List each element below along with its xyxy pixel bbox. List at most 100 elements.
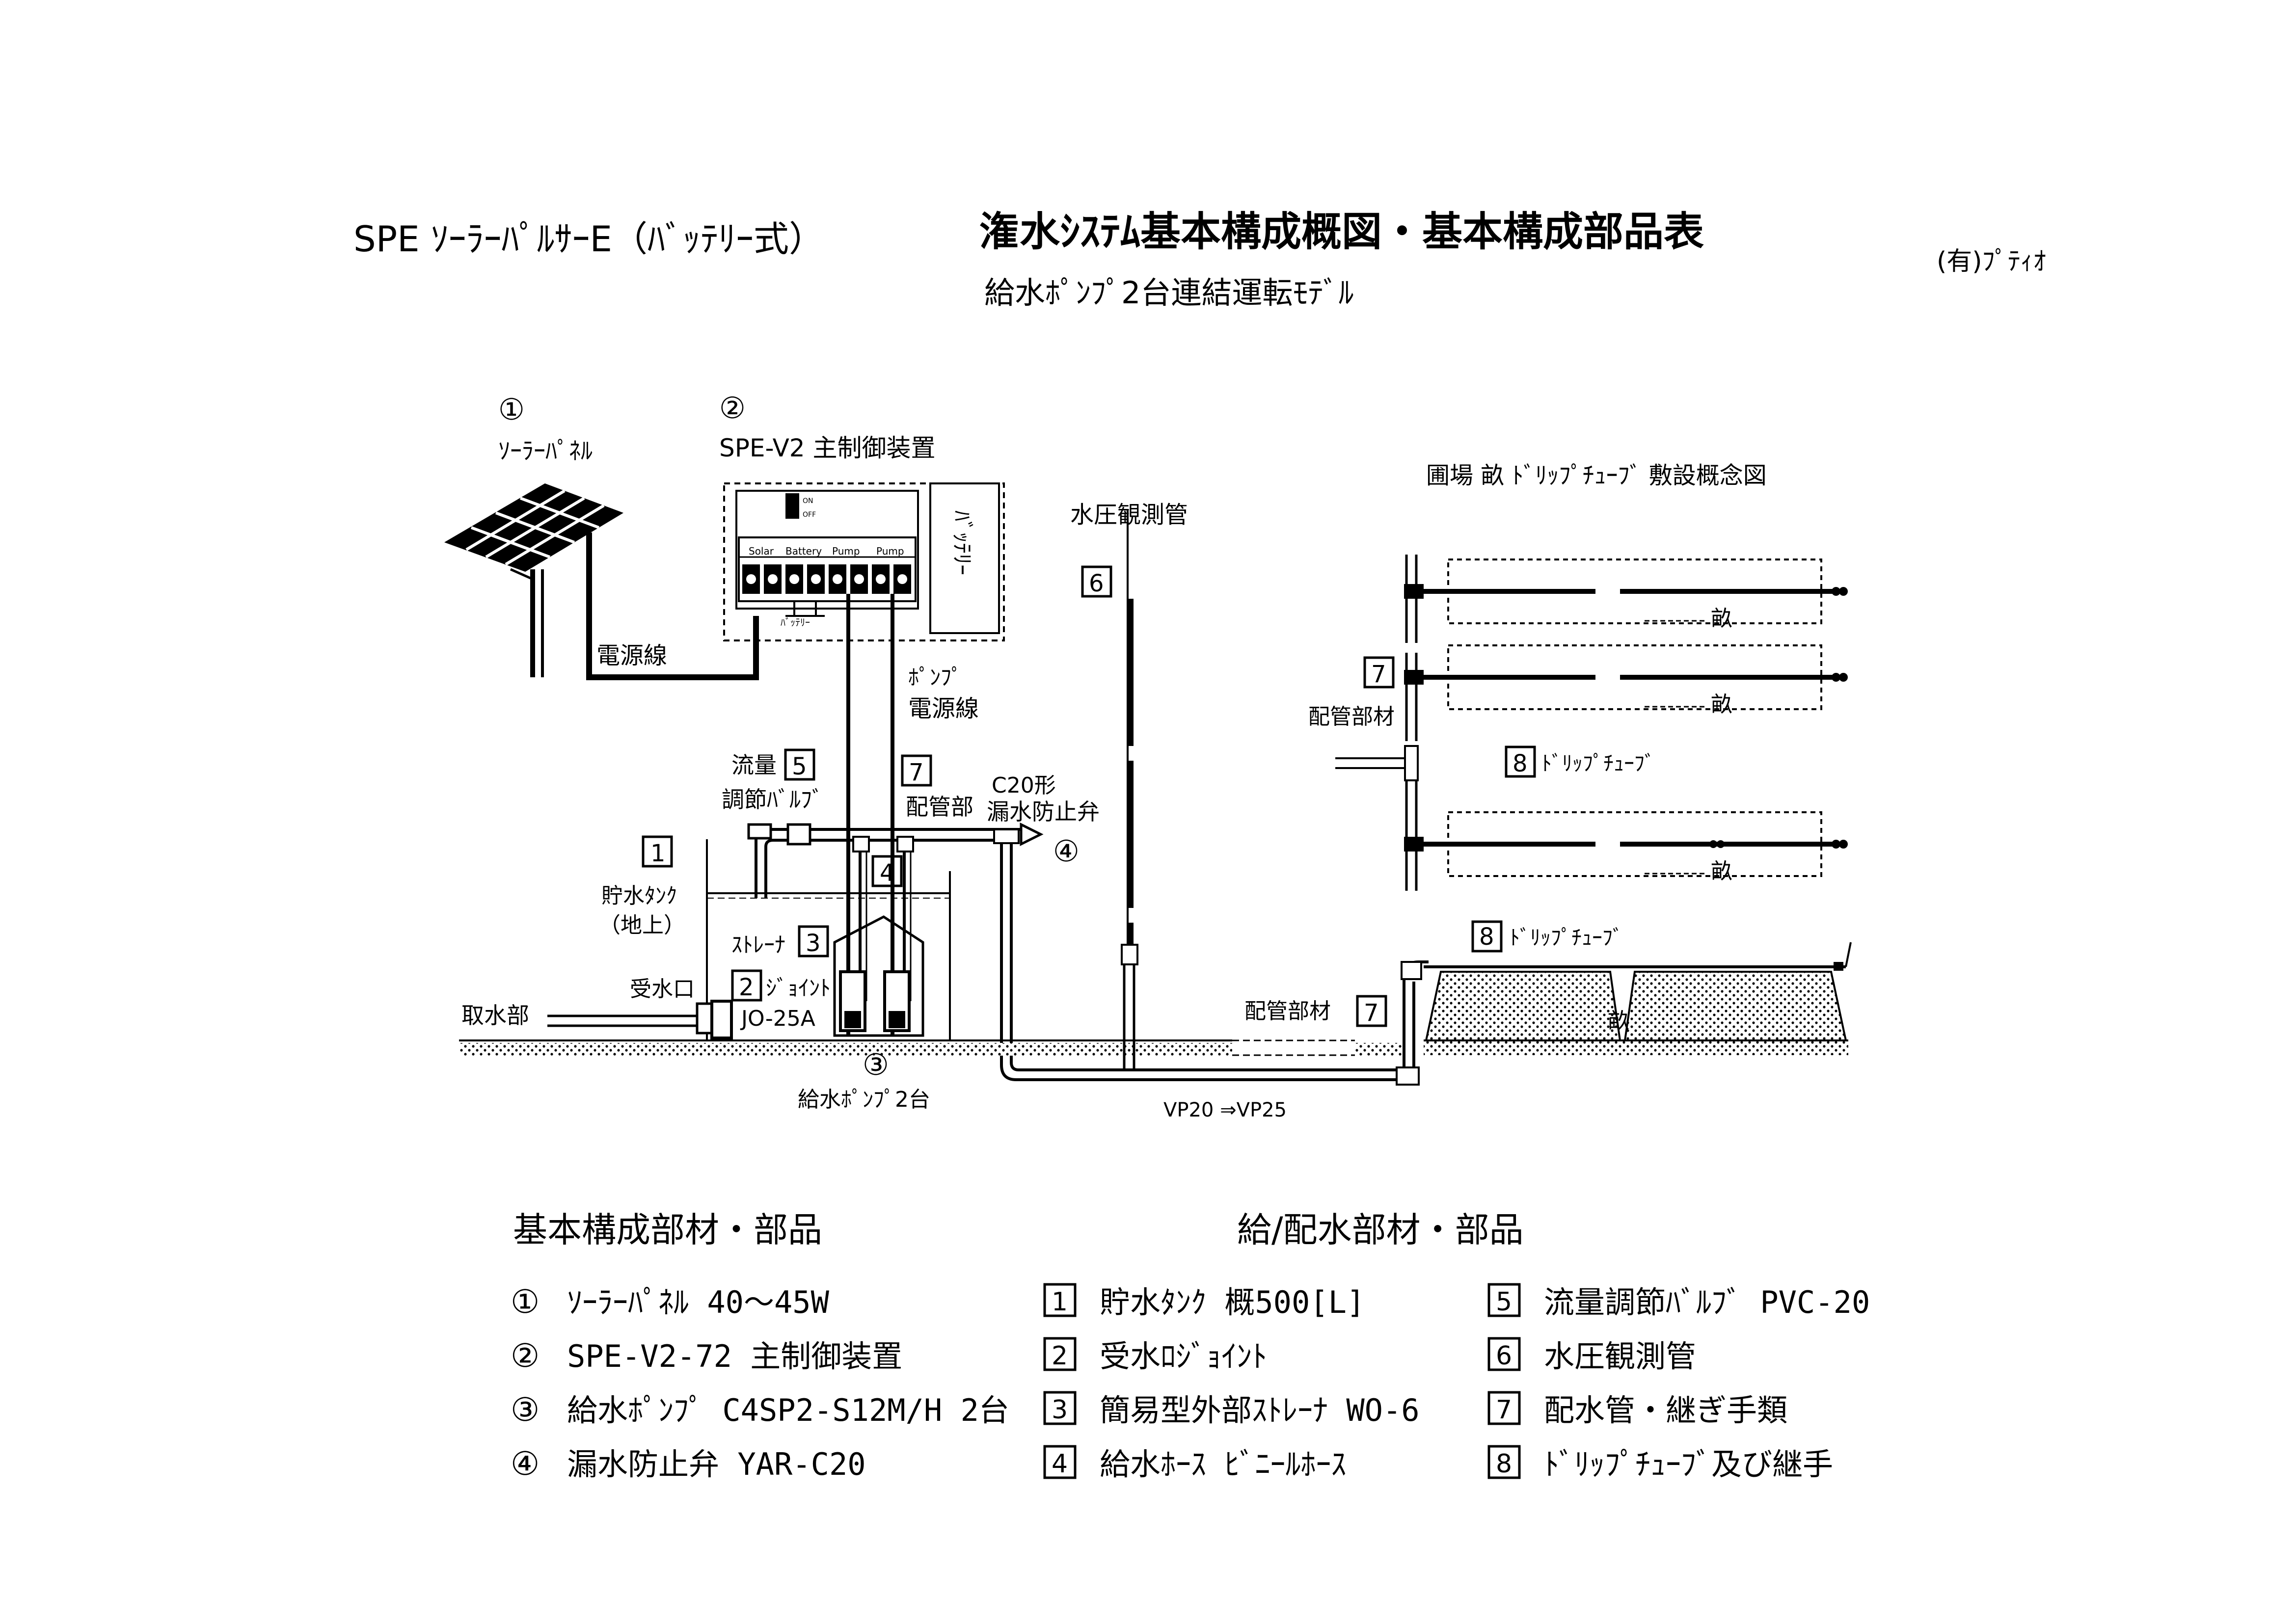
terminal-label-battery: Battery — [785, 545, 822, 557]
supply-part-text: ﾄﾞﾘｯﾌﾟﾁｭｰﾌﾞ及び継手 — [1544, 1446, 1833, 1482]
strainer-cage — [833, 915, 924, 1037]
terminal-labels: Solar Battery Pump Pump — [749, 545, 904, 557]
pressure-pipe-number: 6 — [1089, 570, 1104, 597]
side-ridge-label: 畝 — [1608, 1009, 1629, 1034]
ridge-label-1: 畝 — [1711, 606, 1732, 631]
side-drip-number: 8 — [1479, 923, 1494, 951]
check-valve-label-2: 漏水防止弁 — [987, 798, 1100, 825]
hose-number: 4 — [880, 859, 895, 887]
diagram-subtitle: 給水ﾎﾟﾝﾌﾟ2台連結運転ﾓﾃﾞﾙ — [984, 275, 1353, 311]
intake-label: 受水口 — [630, 977, 695, 1002]
pumps — [839, 970, 911, 1032]
tank-label-1: 貯水ﾀﾝｸ — [601, 883, 677, 908]
flow-valve-label-2: 調節ﾊﾞﾙﾌﾞ — [722, 786, 823, 813]
terminal-label-pump-2: Pump — [876, 545, 904, 557]
controller-unit: ② SPE-V2 主制御装置 ON OFF Solar Battery Pump… — [719, 391, 1005, 641]
product-name: SPE ｿｰﾗｰﾊﾟﾙｻｰE（ﾊﾞｯﾃﾘｰ式） — [353, 218, 824, 260]
terminal-label-pump-1: Pump — [832, 545, 860, 557]
supply-part-number: 7 — [1496, 1395, 1512, 1425]
strainer-number: 3 — [806, 930, 821, 957]
side-piping-label: 配管部材 — [1244, 999, 1331, 1024]
basic-part-text: 給水ﾎﾟﾝﾌﾟ C4SP2-S12M/H 2台 — [567, 1392, 1009, 1428]
power-switch — [785, 493, 799, 519]
terminal-label-solar: Solar — [749, 545, 774, 557]
strainer-label: ｽﾄﾚｰﾅ — [731, 932, 785, 958]
supply-part-number: 1 — [1052, 1287, 1068, 1317]
field-piping-number: 7 — [1371, 661, 1386, 688]
panel-power-cable — [586, 532, 759, 680]
supply-part-number: 8 — [1496, 1449, 1512, 1479]
supply-part-text: 貯水ﾀﾝｸ 概500[L] — [1100, 1284, 1365, 1320]
check-valve-label-1: C20形 — [992, 773, 1056, 798]
ridge-label-2: 畝 — [1711, 692, 1732, 717]
check-valve-number: ④ — [1053, 834, 1080, 869]
supply-part-number: 5 — [1496, 1287, 1512, 1317]
intake-pipe — [547, 1000, 733, 1039]
controller-label: SPE-V2 主制御装置 — [719, 434, 936, 462]
joint-model: JO-25A — [740, 1006, 815, 1031]
piping-number: 7 — [909, 759, 924, 786]
supply-part-text: 配水管・継ぎ手類 — [1544, 1392, 1787, 1428]
supply-part-text: 簡易型外部ｽﾄﾚｰﾅ WO-6 — [1100, 1392, 1420, 1428]
tank-number-box — [642, 835, 673, 868]
basic-part-number: ④ — [511, 1445, 540, 1483]
supply-part-text: 給水ﾎｰｽ ﾋﾞﾆｰﾙﾎｰｽ — [1100, 1446, 1346, 1482]
flow-valve-number: 5 — [792, 753, 807, 780]
tank-label-2: （地上） — [599, 913, 685, 938]
supply-part-number: 4 — [1052, 1449, 1068, 1479]
switch-off-label: OFF — [803, 511, 816, 519]
side-piping-number: 7 — [1364, 999, 1379, 1027]
supply-part-text: 受水ﾛｼﾞｮｲﾝﾄ — [1100, 1338, 1267, 1374]
supply-parts-list-a: 1 貯水ﾀﾝｸ 概500[L] 2 受水ﾛｼﾞｮｲﾝﾄ 3 簡易型外部ｽﾄﾚｰﾅ… — [1043, 1283, 1420, 1482]
battery-box — [929, 482, 1000, 634]
solar-panel: ① ｿｰﾗｰﾊﾟﾈﾙ — [424, 393, 623, 677]
field-layout — [1335, 555, 1848, 891]
company-name: (有)ﾌﾟﾃｨｵ — [1937, 247, 2046, 276]
terminal-screws — [742, 564, 911, 594]
ground — [459, 1039, 1402, 1056]
field-piping-label: 配管部材 — [1308, 704, 1395, 729]
battery-terminal-label: ﾊﾞｯﾃﾘｰ — [781, 616, 810, 628]
drip-tube-number: 8 — [1513, 750, 1528, 777]
controller-number: ② — [719, 391, 746, 426]
buried-supply-pipe — [1000, 960, 1429, 1086]
header-pipe — [747, 822, 1044, 1065]
pump-label: 給水ﾎﾟﾝﾌﾟ2台 — [798, 1087, 930, 1112]
solar-panel-number: ① — [498, 393, 525, 427]
joint-label: ｼﾞｮｲﾝﾄ — [766, 976, 831, 1001]
switch-on-label: ON — [803, 497, 813, 505]
supply-part-number: 3 — [1052, 1395, 1068, 1425]
basic-part-text: 漏水防止弁 YAR-C20 — [567, 1446, 866, 1482]
basic-parts-title: 基本構成部材・部品 — [513, 1210, 822, 1250]
supply-part-text: 水圧観測管 — [1544, 1338, 1696, 1374]
solar-panel-label: ｿｰﾗｰﾊﾟﾈﾙ — [498, 437, 593, 465]
basic-part-number: ① — [511, 1283, 540, 1321]
pressure-pipe-label: 水圧観測管 — [1070, 501, 1188, 529]
supply-part-text: 流量調節ﾊﾞﾙﾌﾞ PVC-20 — [1544, 1284, 1870, 1320]
basic-part-text: SPE-V2-72 主制御装置 — [567, 1338, 902, 1374]
piping-label: 配管部 — [906, 794, 973, 820]
diagram-title: 潅水ｼｽﾃﾑ基本構成概図・基本構成部品表 — [979, 209, 1704, 255]
basic-parts-list: ① ｿｰﾗｰﾊﾟﾈﾙ 40～45W ② SPE-V2-72 主制御装置 ③ 給水… — [511, 1283, 1009, 1483]
ridge-label-3: 畝 — [1711, 859, 1732, 884]
power-line-label: 電源線 — [596, 642, 667, 669]
joint-number: 2 — [739, 974, 754, 1001]
water-source-label: 取水部 — [461, 1002, 529, 1029]
basic-part-number: ② — [511, 1337, 540, 1375]
pipe-size-label: VP20 ⇒VP25 — [1163, 1099, 1287, 1121]
basic-part-text: ｿｰﾗｰﾊﾟﾈﾙ 40～45W — [567, 1284, 830, 1320]
pump-power-label-2: 電源線 — [908, 695, 979, 722]
drip-tube-label: ﾄﾞﾘｯﾌﾟﾁｭｰﾌﾞ — [1541, 751, 1655, 775]
flow-valve-label-1: 流量 — [731, 752, 777, 778]
supply-part-number: 6 — [1496, 1341, 1512, 1371]
supply-part-number: 2 — [1052, 1341, 1068, 1371]
battery-box-label: ﾊﾞｯﾃﾘｰ — [949, 510, 974, 575]
pump-power-label-1: ﾎﾟﾝﾌﾟ — [908, 665, 962, 690]
tank-number: 1 — [650, 840, 666, 867]
supply-parts-title: 給/配水部材・部品 — [1237, 1210, 1524, 1250]
supply-parts-list-b: 5 流量調節ﾊﾞﾙﾌﾞ PVC-20 6 水圧観測管 7 配水管・継ぎ手類 8 … — [1487, 1283, 1870, 1482]
ridge-side-view — [1424, 942, 1852, 1055]
field-layout-title: 圃場 畝 ﾄﾞﾘｯﾌﾟﾁｭｰﾌﾞ 敷設概念図 — [1426, 462, 1767, 489]
side-drip-label: ﾄﾞﾘｯﾌﾟﾁｭｰﾌﾞ — [1510, 926, 1623, 950]
